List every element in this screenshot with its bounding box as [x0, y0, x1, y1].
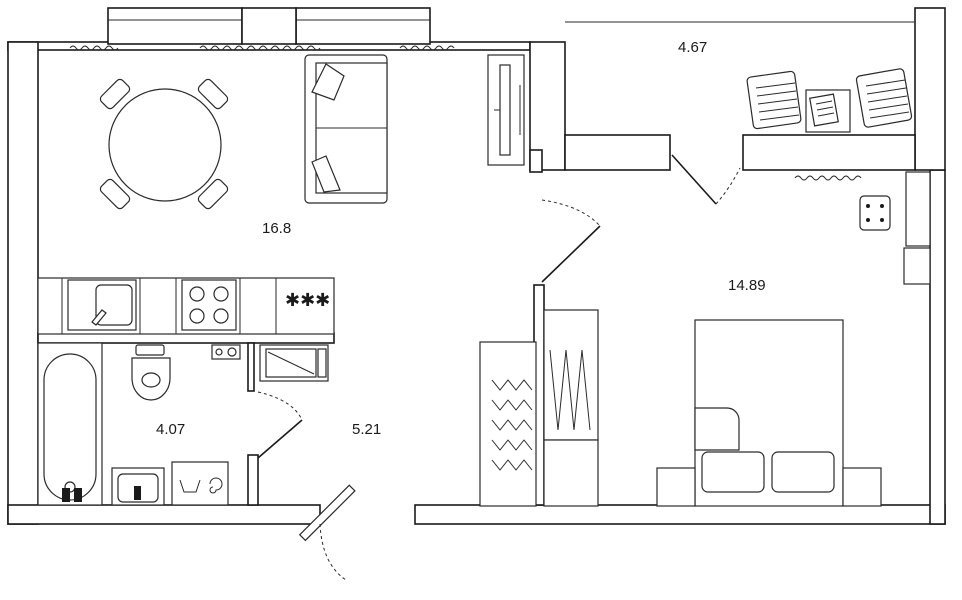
bedroom-door — [541, 199, 601, 283]
washing-machine-icon — [171, 461, 229, 506]
radiators — [69, 45, 862, 181]
washbasin-icon — [111, 467, 165, 506]
wardrobe-icon — [479, 309, 599, 507]
hallway-area-label: 5.21 — [352, 421, 381, 438]
balcony-door — [671, 154, 741, 205]
living-area-label: 16.8 — [262, 220, 291, 237]
svg-text:✱✱✱: ✱✱✱ — [285, 290, 330, 311]
radiator-panel — [903, 171, 931, 285]
stove-icon — [181, 279, 237, 331]
tv-icon — [487, 54, 525, 166]
sofa-icon — [304, 54, 388, 204]
walls — [7, 7, 946, 525]
hob-icon: ✱✱✱ — [285, 290, 330, 311]
heater-icon — [859, 195, 891, 231]
tap-icon — [211, 344, 241, 360]
bedroom-area-label: 14.89 — [728, 277, 766, 294]
armchair-icon-2 — [855, 68, 913, 128]
balcony-area-label: 4.67 — [678, 39, 707, 56]
side-table-icon — [805, 89, 851, 133]
bathtub-icon — [37, 342, 103, 506]
armchair-icon — [746, 70, 802, 130]
bed-icon — [656, 319, 882, 507]
sink-icon — [67, 279, 137, 331]
dining-table-icon — [99, 78, 229, 210]
bathroom-door — [257, 391, 303, 459]
toilet-icon — [131, 344, 171, 401]
boiler-icon — [259, 344, 329, 382]
bathroom-area-label: 4.07 — [156, 421, 185, 438]
entrance-door — [298, 484, 356, 581]
kitchen-counter: ✱✱✱ — [37, 277, 335, 335]
